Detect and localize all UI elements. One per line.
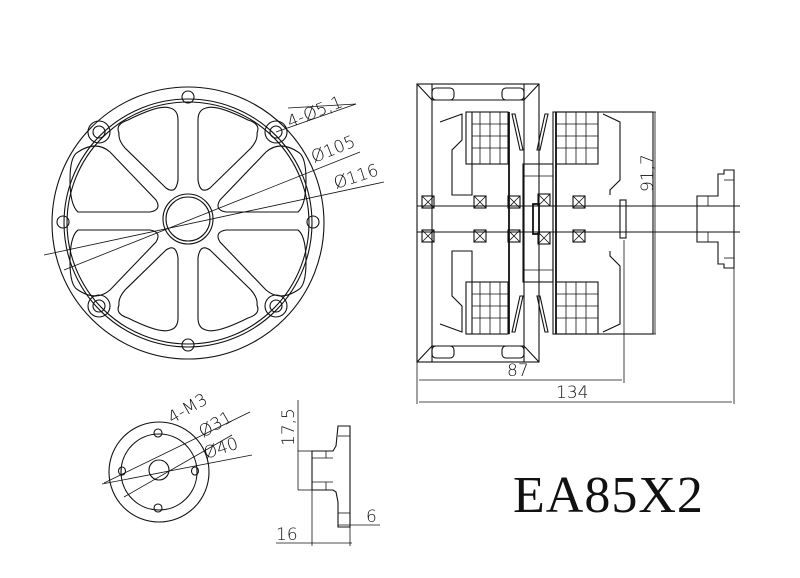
dim-adapter-flange: 6	[366, 507, 377, 527]
coil-grid-left-top	[472, 112, 508, 164]
prop-adapter-side-view: 17,5 16 6	[276, 400, 380, 546]
motor-front-view: 4-Ø5,1 Ø105 Ø116	[43, 86, 385, 360]
dim-adapter-length: 16	[276, 525, 298, 545]
prop-adapter-front-view: 4-M3 Ø31 Ø40	[101, 390, 253, 523]
bearings	[421, 193, 586, 245]
coil-grid-right-bottom	[556, 282, 598, 334]
dim-body-length: 87	[507, 361, 529, 381]
coil-grid-left-bottom	[472, 282, 508, 334]
mounting-holes	[56, 90, 320, 352]
dim-adapter-height: 17,5	[279, 408, 299, 446]
model-title: EA85X2	[513, 467, 704, 524]
spoke-windows	[69, 106, 307, 332]
dim-outer-diameter: Ø116	[331, 161, 381, 194]
motor-side-view: 91,7 87 134	[416, 83, 740, 404]
dim-holes: 4-Ø5,1	[284, 92, 345, 132]
dim-total-length: 134	[556, 383, 588, 403]
dim-height: 91,7	[638, 154, 658, 192]
coil-grid-right-top	[556, 112, 598, 164]
